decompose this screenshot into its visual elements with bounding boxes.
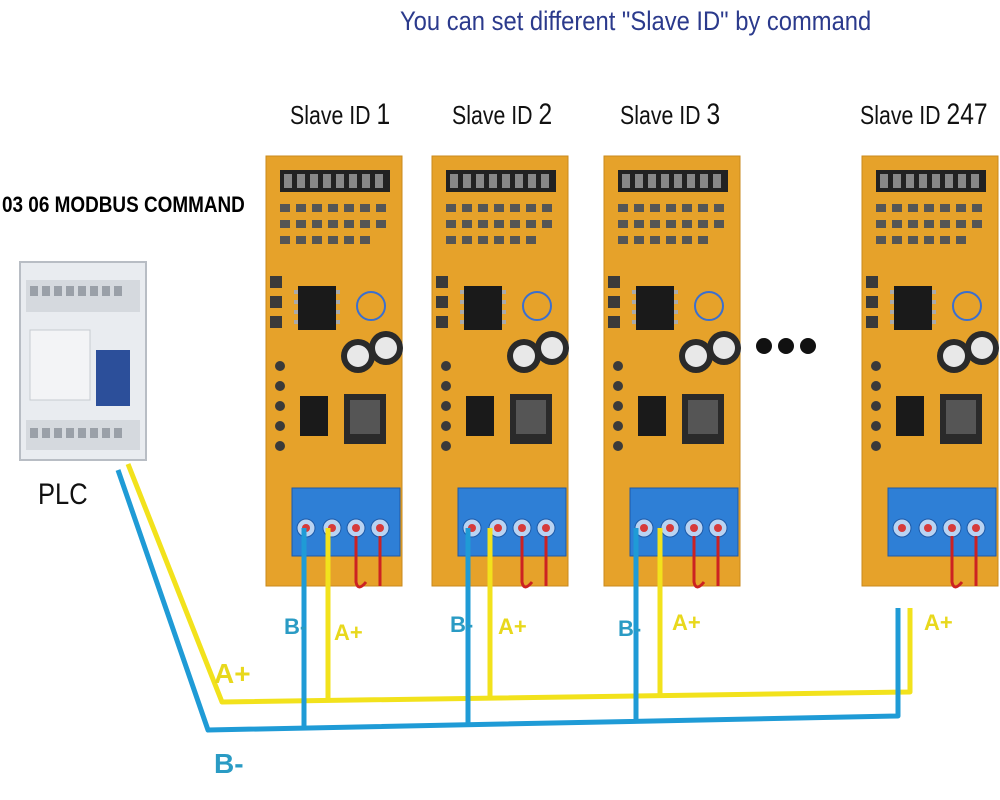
a-plus-label: A+ (498, 614, 527, 639)
slave-id-2-label: Slave ID 2 (452, 98, 552, 132)
b-minus-bus-label: B- (214, 748, 244, 779)
slave-id-number: 3 (706, 98, 721, 131)
slave-board-3 (602, 154, 743, 589)
plc-label: PLC (38, 478, 88, 511)
slave-id-1-label: Slave ID 1 (290, 98, 390, 132)
ellipsis-dots (756, 338, 816, 354)
slave-id-3-label: Slave ID 3 (620, 98, 720, 132)
headline: You can set different "Slave ID" by comm… (400, 6, 872, 36)
slave-id-number: 2 (538, 98, 553, 131)
slave-id-prefix: Slave ID (860, 100, 947, 130)
slave-id-prefix: Slave ID (452, 100, 539, 130)
a-plus-label: A+ (334, 620, 363, 645)
slave-id-number: 1 (376, 98, 391, 131)
slave-id-prefix: Slave ID (620, 100, 707, 130)
b-minus-label: B- (284, 614, 308, 639)
slave-board-2 (430, 154, 571, 589)
slave-id-number: 247 (946, 98, 988, 131)
a-plus-bus (125, 463, 913, 705)
a-plus-label: A+ (672, 610, 701, 635)
b-minus-label: B- (618, 616, 642, 641)
slave-id-247-label: Slave ID 247 (860, 98, 988, 132)
plc-device (19, 261, 147, 461)
modbus-command-label: 03 06 MODBUS COMMAND (2, 192, 245, 217)
a-plus-label: A+ (924, 610, 953, 635)
a-plus-bus-label: A+ (214, 658, 251, 689)
slave-board-247 (860, 154, 1000, 589)
slave-id-prefix: Slave ID (290, 100, 377, 130)
slave-board-1 (264, 154, 405, 589)
b-minus-bus (115, 469, 901, 733)
b-minus-label: B- (450, 612, 474, 637)
